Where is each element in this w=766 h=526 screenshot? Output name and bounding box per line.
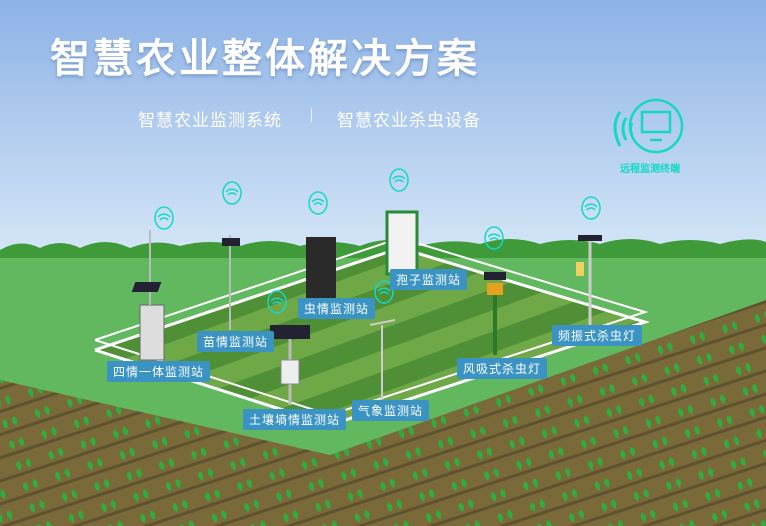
wifi-icon — [154, 206, 174, 230]
wifi-icon — [308, 191, 328, 215]
station-label: 四情一体监测站 — [107, 361, 211, 382]
station-label: 虫情监测站 — [298, 298, 376, 319]
crop-field — [0, 300, 766, 526]
subtitle-monitoring: 智慧农业监测系统 — [138, 111, 282, 131]
wifi-icon — [389, 168, 409, 192]
tree-line — [0, 239, 766, 262]
wifi-icon — [374, 280, 394, 304]
fence — [94, 236, 650, 427]
wifi-icon — [267, 290, 287, 314]
subtitle-pest-control: 智慧农业杀虫设备 — [337, 111, 481, 131]
wifi-icon — [484, 226, 504, 250]
station-label: 频振式杀虫灯 — [552, 325, 643, 346]
wifi-icon — [222, 181, 242, 205]
wifi-icon — [581, 196, 601, 220]
remote-terminal-label: 远程监测终端 — [620, 164, 680, 175]
page-title: 智慧农业整体解决方案 — [50, 36, 480, 82]
wifi-icons — [154, 168, 601, 314]
subtitle-separator — [311, 108, 312, 122]
demo-field — [95, 248, 645, 425]
station-label: 风吸式杀虫灯 — [457, 358, 548, 379]
station-label: 孢子监测站 — [390, 269, 468, 290]
sky — [0, 0, 766, 250]
station-label: 苗情监测站 — [197, 331, 275, 352]
station-label: 气象监测站 — [352, 400, 430, 421]
devices — [131, 210, 602, 405]
monitor-icon — [613, 98, 684, 154]
station-label: 土壤墒情监测站 — [243, 409, 347, 430]
